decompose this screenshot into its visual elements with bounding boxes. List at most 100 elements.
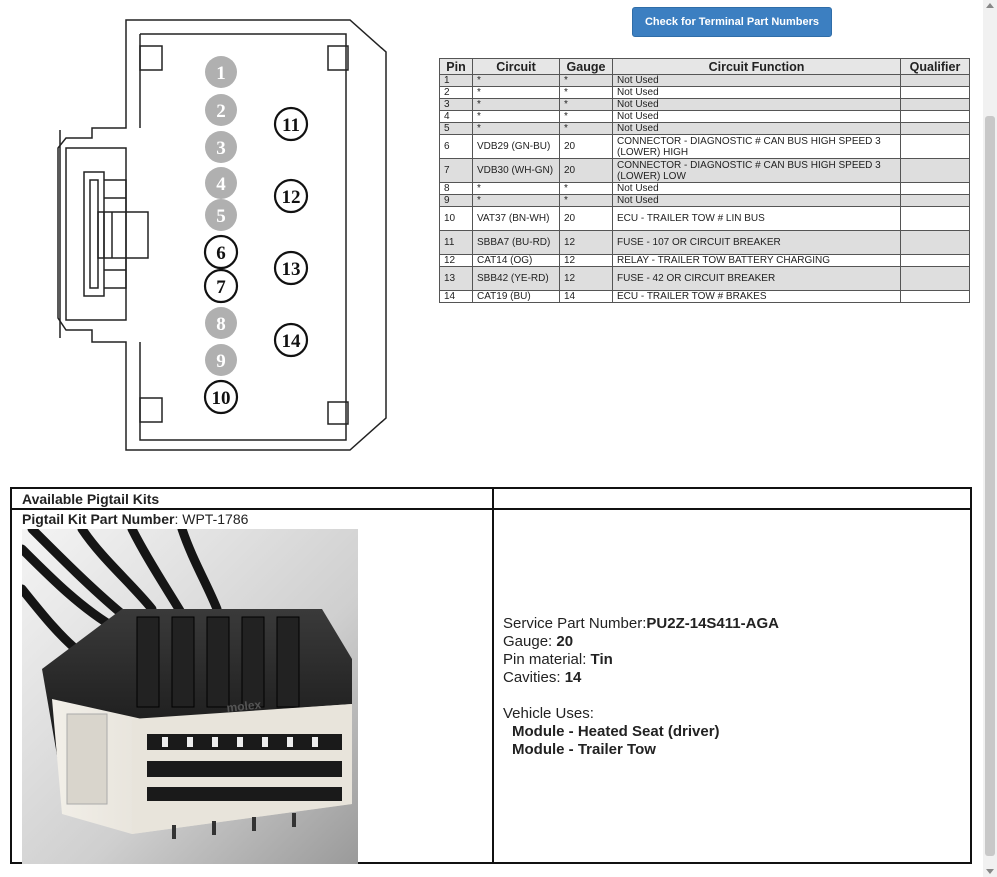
cell-pin: 13: [439, 266, 473, 291]
pigtail-info: Service Part Number:PU2Z-14S411-AGA Gaug…: [503, 615, 779, 759]
kit-part-number-value: : WPT-1786: [174, 511, 249, 527]
cell-circuit: VDB30 (WH-GN): [472, 158, 560, 183]
cell-pin: 11: [439, 230, 473, 255]
table-header-row: Pin Circuit Gauge Circuit Function Quali…: [439, 58, 970, 75]
check-terminal-part-numbers-button[interactable]: Check for Terminal Part Numbers: [632, 7, 832, 37]
cell-circuit: CAT14 (OG): [472, 254, 560, 267]
cell-circuit: *: [472, 110, 560, 123]
cell-function: Not Used: [612, 194, 901, 207]
cell-pin: 10: [439, 206, 473, 231]
connector-pin-number: 3: [216, 138, 226, 159]
cell-qualifier: [900, 110, 970, 123]
cell-circuit: *: [472, 86, 560, 99]
pin-material-row: Pin material: Tin: [503, 651, 779, 669]
connector-pin-number: 6: [216, 243, 226, 264]
connector-pin-circle: [273, 106, 309, 142]
cell-pin: 5: [439, 122, 473, 135]
connector-pin-circle: [273, 178, 309, 214]
cell-qualifier: [900, 134, 970, 159]
vertical-scrollbar[interactable]: [983, 0, 997, 877]
cell-qualifier: [900, 194, 970, 207]
connector-pin-circle: [205, 56, 237, 88]
cell-qualifier: [900, 266, 970, 291]
table-row: 5**Not Used: [439, 122, 970, 135]
cell-qualifier: [900, 74, 970, 87]
cell-function: FUSE - 107 OR CIRCUIT BREAKER: [612, 230, 901, 255]
cell-qualifier: [900, 98, 970, 111]
header-circuit-function: Circuit Function: [612, 58, 901, 75]
connector-pin-circle: [203, 379, 239, 415]
pin-material-value: Tin: [590, 651, 613, 668]
cell-qualifier: [900, 86, 970, 99]
connector-pin-number: 7: [216, 277, 226, 298]
header-circuit: Circuit: [472, 58, 560, 75]
connector-pin-circle: [203, 234, 239, 270]
connector-pin-circle: [205, 344, 237, 376]
cell-circuit: *: [472, 122, 560, 135]
cell-pin: 14: [439, 290, 473, 303]
pigtail-kits-panel: Available Pigtail Kits Pigtail Kit Part …: [10, 487, 972, 864]
vehicle-use-item: Module - Heated Seat (driver): [512, 723, 720, 740]
cell-qualifier: [900, 182, 970, 195]
header-qualifier: Qualifier: [900, 58, 970, 75]
cell-pin: 7: [439, 158, 473, 183]
cell-circuit: *: [472, 98, 560, 111]
scroll-up-arrow-icon[interactable]: [986, 3, 994, 8]
connector-pin-circle: [273, 250, 309, 286]
gauge-row: Gauge: 20: [503, 633, 779, 651]
cell-gauge: 12: [559, 266, 613, 291]
cell-circuit: *: [472, 194, 560, 207]
cell-gauge: 12: [559, 230, 613, 255]
cavities-row: Cavities: 14: [503, 669, 779, 687]
table-row: 1**Not Used: [439, 74, 970, 87]
vehicle-use-item: Module - Trailer Tow: [512, 741, 656, 758]
cell-gauge: *: [559, 110, 613, 123]
connector-pin-number: 4: [216, 174, 226, 195]
cell-circuit: VDB29 (GN-BU): [472, 134, 560, 159]
cell-function: RELAY - TRAILER TOW BATTERY CHARGING: [612, 254, 901, 267]
gauge-value: 20: [556, 633, 574, 650]
cell-gauge: *: [559, 122, 613, 135]
cell-function: Not Used: [612, 182, 901, 195]
cell-pin: 4: [439, 110, 473, 123]
panel-divider-vertical: [492, 489, 494, 862]
scrollbar-thumb[interactable]: [985, 116, 995, 856]
header-pin: Pin: [439, 58, 473, 75]
pigtail-kit-part-number: Pigtail Kit Part Number: WPT-1786: [22, 511, 248, 527]
cell-gauge: 14: [559, 290, 613, 303]
connector-pin-number: 5: [216, 206, 226, 227]
cell-circuit: *: [472, 74, 560, 87]
cell-gauge: 12: [559, 254, 613, 267]
connector-pin-circle: [205, 199, 237, 231]
cell-pin: 3: [439, 98, 473, 111]
cell-circuit: CAT19 (BU): [472, 290, 560, 303]
service-part-number-value: PU2Z-14S411-AGA: [646, 615, 779, 632]
cell-pin: 1: [439, 74, 473, 87]
cell-gauge: *: [559, 98, 613, 111]
cell-function: Not Used: [612, 98, 901, 111]
connector-pin-number: 2: [216, 101, 226, 122]
cell-function: CONNECTOR - DIAGNOSTIC # CAN BUS HIGH SP…: [612, 134, 901, 159]
table-row: 4**Not Used: [439, 110, 970, 123]
cell-gauge: 20: [559, 158, 613, 183]
gauge-label: Gauge:: [503, 633, 557, 650]
cell-gauge: 20: [559, 206, 613, 231]
cell-circuit: SBB42 (YE-RD): [472, 266, 560, 291]
cell-function: ECU - TRAILER TOW # BRAKES: [612, 290, 901, 303]
cell-pin: 2: [439, 86, 473, 99]
scroll-down-arrow-icon[interactable]: [986, 869, 994, 874]
connector-pin-circle: [205, 131, 237, 163]
pigtail-kits-title: Available Pigtail Kits: [22, 491, 160, 507]
panel-divider-horizontal: [12, 508, 970, 510]
molex-brand-text: molex: [226, 697, 262, 715]
header-gauge: Gauge: [559, 58, 613, 75]
table-row: 9**Not Used: [439, 194, 970, 207]
service-part-number-label: Service Part Number:: [503, 615, 647, 632]
cell-qualifier: [900, 290, 970, 303]
cell-qualifier: [900, 122, 970, 135]
connector-pin-number: 8: [216, 314, 226, 335]
